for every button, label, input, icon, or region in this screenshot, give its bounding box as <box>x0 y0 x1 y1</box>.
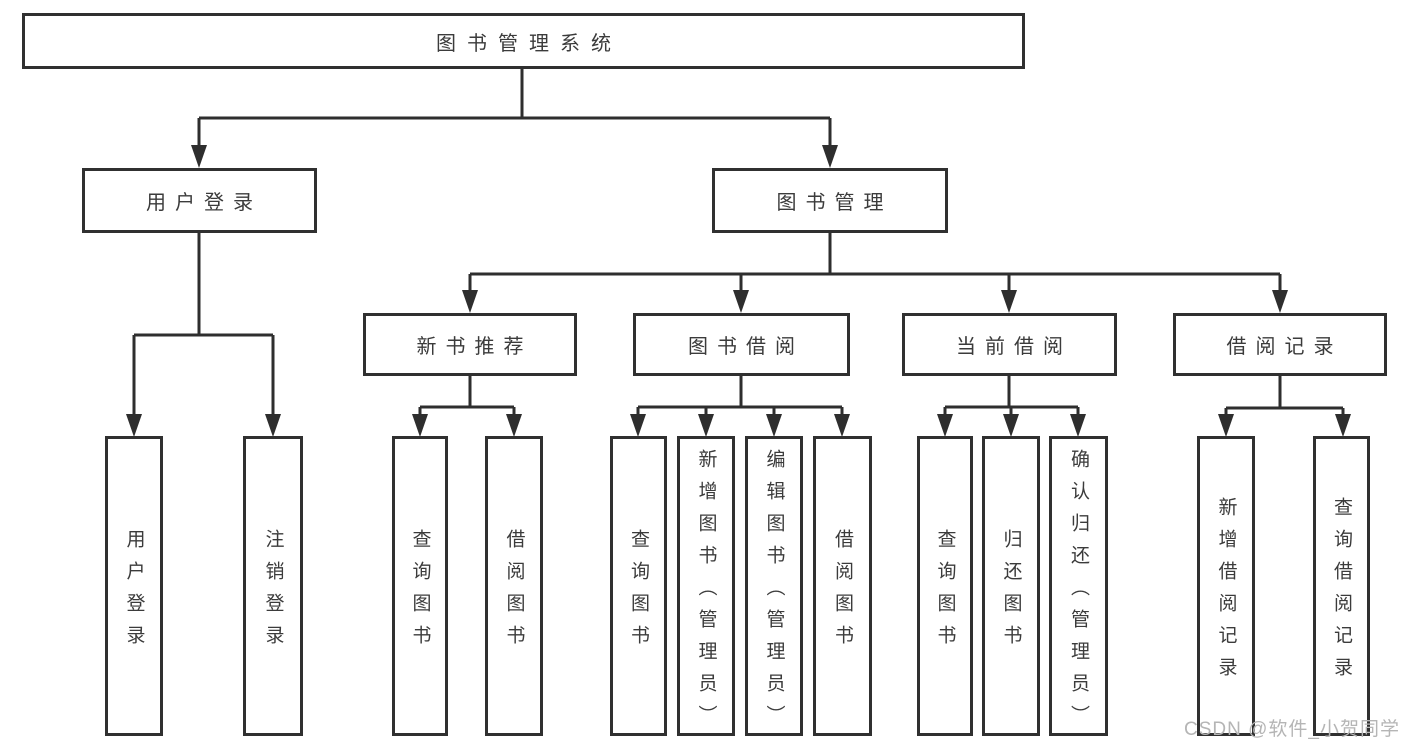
leaf-add-books-admin: 新增图书（管理员） <box>677 436 735 737</box>
leaf-edit-books-admin: 编辑图书（管理员） <box>745 436 803 737</box>
leaf-query-borrow-record: 查询借阅记录 <box>1313 436 1370 736</box>
node-current-borrowing-label: 当前借阅 <box>956 336 1072 358</box>
leaf-borrow-books-borrowing: 借阅图书 <box>813 436 872 736</box>
node-system-root-label: 图书管理系统 <box>436 32 622 55</box>
leaf-query-books-recommend: 查询图书 <box>392 436 448 736</box>
leaf-logout-label: 注销登录 <box>262 528 284 657</box>
node-user-login: 用户登录 <box>82 168 317 233</box>
node-borrowing-records-label: 借阅记录 <box>1226 336 1343 358</box>
leaf-borrow-books-recommend-label: 借阅图书 <box>503 528 525 657</box>
leaf-query-books-current: 查询图书 <box>917 436 973 736</box>
leaf-user-login-label: 用户登录 <box>123 528 145 657</box>
leaf-query-books-recommend-label: 查询图书 <box>409 528 431 657</box>
leaf-confirm-return-admin-label: 确认归还（管理员） <box>1068 448 1089 737</box>
node-book-borrowing-label: 图书借阅 <box>688 336 804 358</box>
node-book-management: 图书管理 <box>712 168 948 233</box>
node-system-root: 图书管理系统 <box>22 13 1025 69</box>
leaf-return-books: 归还图书 <box>982 436 1040 736</box>
node-book-borrowing: 图书借阅 <box>633 313 850 376</box>
leaf-logout: 注销登录 <box>243 436 303 736</box>
leaf-edit-books-admin-label: 编辑图书（管理员） <box>763 448 785 737</box>
leaf-query-borrow-record-label: 查询借阅记录 <box>1331 496 1352 689</box>
leaf-user-login: 用户登录 <box>105 436 163 736</box>
leaf-query-books-borrowing-label: 查询图书 <box>628 528 649 657</box>
node-new-book-recommend-label: 新书推荐 <box>416 336 533 358</box>
leaf-return-books-label: 归还图书 <box>1000 528 1022 657</box>
leaf-borrow-books-recommend: 借阅图书 <box>485 436 543 736</box>
node-book-management-label: 图书管理 <box>776 192 893 214</box>
csdn-watermark: CSDN @软件_小贺同学 <box>1184 719 1400 740</box>
leaf-add-borrow-record-label: 新增借阅记录 <box>1215 496 1237 689</box>
leaf-query-books-current-label: 查询图书 <box>934 528 956 657</box>
node-user-login-label: 用户登录 <box>146 192 262 214</box>
node-current-borrowing: 当前借阅 <box>902 313 1117 376</box>
leaf-add-books-admin-label: 新增图书（管理员） <box>695 448 717 737</box>
leaf-add-borrow-record: 新增借阅记录 <box>1197 436 1255 736</box>
leaf-query-books-borrowing: 查询图书 <box>610 436 667 736</box>
leaf-borrow-books-borrowing-label: 借阅图书 <box>832 528 853 657</box>
leaf-confirm-return-admin: 确认归还（管理员） <box>1049 436 1108 737</box>
node-new-book-recommend: 新书推荐 <box>363 313 577 376</box>
node-borrowing-records: 借阅记录 <box>1173 313 1387 376</box>
